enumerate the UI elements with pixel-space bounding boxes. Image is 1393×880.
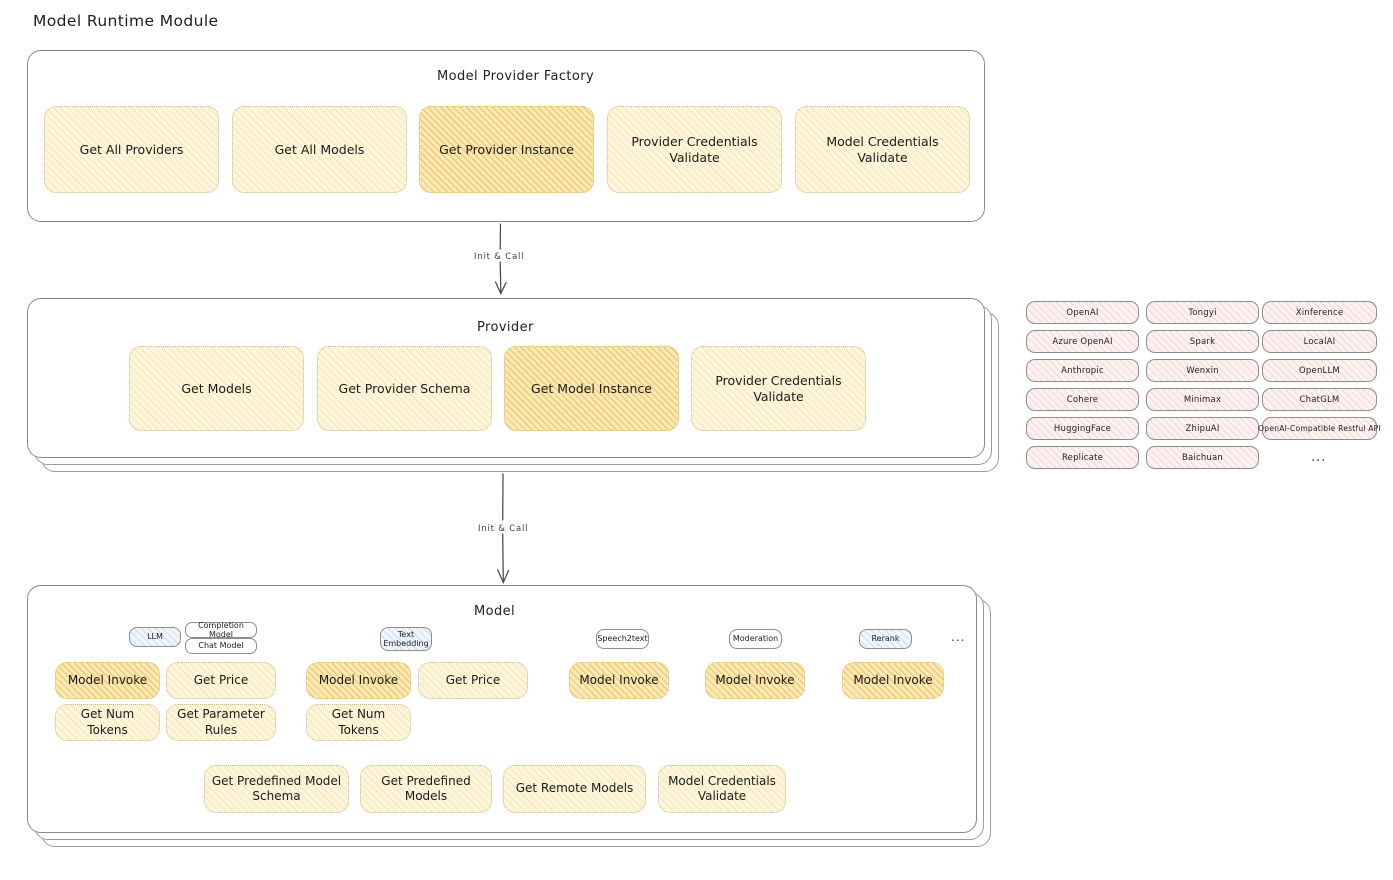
provider-list-more-indicator: ...: [1311, 450, 1327, 465]
speech2text-node-model-invoke[interactable]: Model Invoke: [569, 662, 669, 699]
provider-node-get-model-instance[interactable]: Get Model Instance: [504, 346, 679, 431]
arrow-label-factory-to-provider: Init & Call: [474, 252, 525, 262]
model-node-get-remote-models[interactable]: Get Remote Models: [503, 765, 646, 813]
arrow-segment-2b: [502, 533, 504, 582]
provider-title: Provider: [477, 320, 534, 335]
model-type-pill-text-embedding[interactable]: Text Embedding: [380, 627, 432, 651]
model-subtype-pill-chat-model[interactable]: Chat Model: [185, 638, 257, 654]
provider-pill-spark[interactable]: Spark: [1146, 330, 1259, 353]
provider-pill-openai[interactable]: OpenAI: [1026, 301, 1139, 324]
provider-pill-baichuan[interactable]: Baichuan: [1146, 446, 1259, 469]
model-node-get-predefined-models[interactable]: Get Predefined Models: [360, 765, 492, 813]
provider-pill-openai-compatible-restful-api[interactable]: OpenAI-Compatible Restful API: [1258, 417, 1381, 440]
factory-node-model-credentials-validate[interactable]: Model Credentials Validate: [795, 106, 970, 193]
model-type-pill-speech2text[interactable]: Speech2text: [596, 629, 649, 649]
llm-node-get-num-tokens[interactable]: Get Num Tokens: [55, 704, 160, 741]
model-type-pill-llm[interactable]: LLM: [129, 627, 181, 647]
model-type-pill-rerank[interactable]: Rerank: [859, 629, 912, 649]
arrow-segment-1b: [499, 261, 502, 293]
factory-node-provider-credentials-validate[interactable]: Provider Credentials Validate: [607, 106, 782, 193]
provider-pill-tongyi[interactable]: Tongyi: [1146, 301, 1259, 324]
provider-pill-openllm[interactable]: OpenLLM: [1262, 359, 1377, 382]
llm-node-get-parameter-rules[interactable]: Get Parameter Rules: [166, 704, 276, 741]
provider-pill-replicate[interactable]: Replicate: [1026, 446, 1139, 469]
provider-pill-anthropic[interactable]: Anthropic: [1026, 359, 1139, 382]
provider-pill-wenxin[interactable]: Wenxin: [1146, 359, 1259, 382]
provider-node-provider-credentials-validate[interactable]: Provider Credentials Validate: [691, 346, 866, 431]
provider-pill-azure-openai[interactable]: Azure OpenAI: [1026, 330, 1139, 353]
model-provider-factory-title: Model Provider Factory: [437, 69, 595, 84]
model-subtype-pill-completion-model[interactable]: Completion Model: [185, 621, 257, 639]
llm-node-get-price[interactable]: Get Price: [166, 662, 276, 699]
rerank-node-model-invoke[interactable]: Model Invoke: [842, 662, 944, 699]
provider-pill-xinference[interactable]: Xinference: [1262, 301, 1377, 324]
text-embedding-node-get-price[interactable]: Get Price: [418, 662, 528, 699]
provider-pill-cohere[interactable]: Cohere: [1026, 388, 1139, 411]
llm-node-model-invoke[interactable]: Model Invoke: [55, 662, 160, 699]
model-node-get-predefined-model-schema[interactable]: Get Predefined Model Schema: [204, 765, 349, 813]
model-title: Model: [474, 604, 516, 619]
provider-pill-chatglm[interactable]: ChatGLM: [1262, 388, 1377, 411]
provider-pill-localai[interactable]: LocalAI: [1262, 330, 1377, 353]
model-node-model-credentials-validate[interactable]: Model Credentials Validate: [658, 765, 786, 813]
model-type-pill-moderation[interactable]: Moderation: [729, 629, 782, 649]
factory-node-get-all-providers[interactable]: Get All Providers: [44, 106, 219, 193]
arrow-label-provider-to-model: Init & Call: [478, 524, 529, 534]
model-types-more-indicator: ...: [951, 630, 966, 644]
provider-pill-huggingface[interactable]: HuggingFace: [1026, 417, 1139, 440]
provider-node-get-models[interactable]: Get Models: [129, 346, 304, 431]
provider-pill-minimax[interactable]: Minimax: [1146, 388, 1259, 411]
arrow-head-2: [497, 569, 510, 585]
provider-pill-zhipuai[interactable]: ZhipuAI: [1146, 417, 1259, 440]
page-title: Model Runtime Module: [33, 12, 219, 30]
text-embedding-node-model-invoke[interactable]: Model Invoke: [306, 662, 411, 699]
provider-node-get-provider-schema[interactable]: Get Provider Schema: [317, 346, 492, 431]
factory-node-get-provider-instance[interactable]: Get Provider Instance: [419, 106, 594, 193]
arrow-head-1: [494, 281, 507, 295]
text-embedding-node-get-num-tokens[interactable]: Get Num Tokens: [306, 704, 411, 741]
moderation-node-model-invoke[interactable]: Model Invoke: [705, 662, 805, 699]
factory-node-get-all-models[interactable]: Get All Models: [232, 106, 407, 193]
